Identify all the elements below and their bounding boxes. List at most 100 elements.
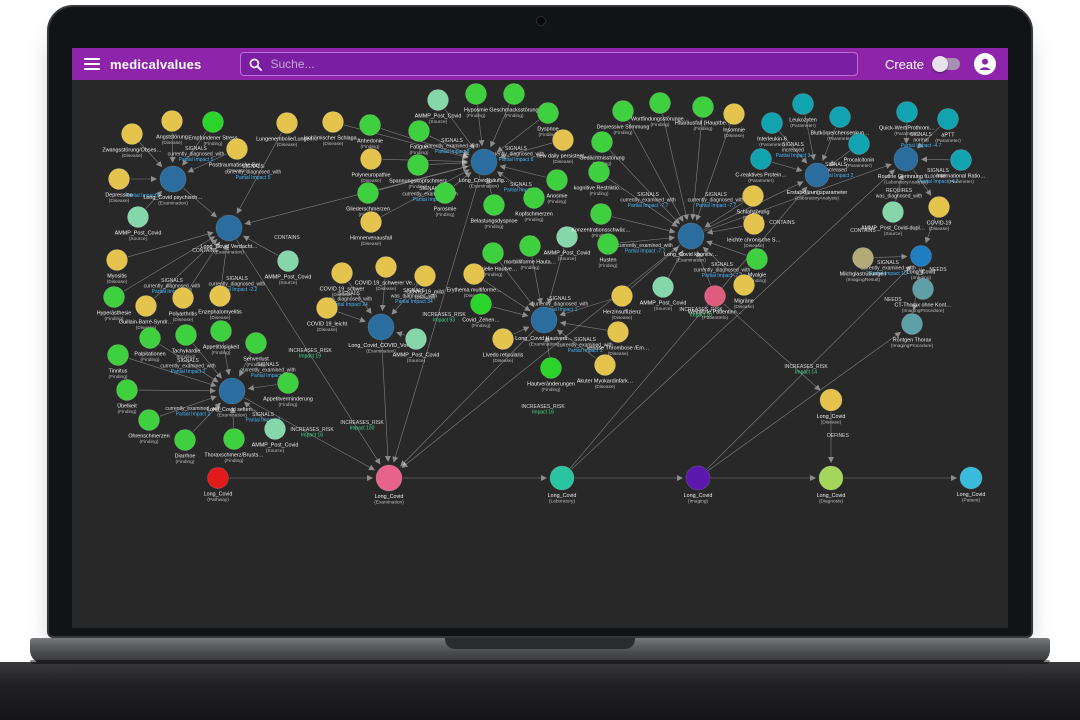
graph-node[interactable] [819, 388, 843, 412]
graph-node[interactable] [492, 328, 514, 350]
graph-node[interactable] [652, 276, 674, 298]
graph-node[interactable] [138, 409, 160, 431]
search-box[interactable] [239, 52, 858, 76]
graph-node[interactable] [910, 245, 932, 267]
graph-node[interactable] [407, 154, 429, 176]
graph-node[interactable] [465, 83, 487, 105]
graph-node[interactable] [103, 286, 125, 308]
graph-node[interactable] [276, 112, 298, 134]
graph-node[interactable] [743, 213, 765, 235]
create-toggle[interactable] [932, 56, 960, 72]
graph-node[interactable] [277, 250, 299, 272]
graph-node[interactable] [590, 203, 612, 225]
graph-node[interactable] [226, 138, 248, 160]
graph-node[interactable] [792, 93, 814, 115]
graph-node[interactable] [552, 129, 574, 151]
graph-node[interactable] [209, 285, 231, 307]
graph-node[interactable] [375, 256, 397, 278]
graph-node[interactable] [588, 161, 610, 183]
graph-node[interactable] [135, 295, 157, 317]
graph-node[interactable] [750, 148, 772, 170]
graph-node[interactable] [202, 111, 224, 133]
graph-node[interactable] [519, 235, 541, 257]
graph-node[interactable] [896, 101, 918, 123]
graph-node[interactable] [121, 123, 143, 145]
graph-node[interactable] [159, 165, 187, 193]
graph-node[interactable] [357, 182, 379, 204]
graph-node[interactable] [901, 313, 923, 335]
graph-node[interactable] [316, 297, 338, 319]
menu-icon[interactable] [84, 58, 100, 70]
graph-node[interactable] [427, 89, 449, 111]
graph-node[interactable] [360, 148, 382, 170]
graph-node[interactable] [207, 467, 229, 489]
graph-node[interactable] [106, 249, 128, 271]
graph-node[interactable] [218, 377, 246, 405]
graph-node[interactable] [746, 248, 768, 270]
graph-node[interactable] [704, 285, 726, 307]
graph-node[interactable] [591, 131, 613, 153]
graph-node[interactable] [127, 206, 149, 228]
graph-node[interactable] [893, 146, 919, 172]
graph-node[interactable] [537, 102, 559, 124]
graph-node[interactable] [556, 226, 578, 248]
search-input[interactable] [268, 56, 849, 72]
graph-node[interactable] [210, 320, 232, 342]
graph-node[interactable] [594, 354, 616, 376]
graph-node[interactable] [692, 96, 714, 118]
graph-node[interactable] [139, 327, 161, 349]
graph-node[interactable] [685, 465, 711, 491]
graph-node[interactable] [264, 418, 286, 440]
graph-node[interactable] [546, 169, 568, 191]
graph-node[interactable] [245, 332, 267, 354]
graph-node[interactable] [540, 357, 562, 379]
graph-node[interactable] [482, 242, 504, 264]
graph-node[interactable] [108, 168, 130, 190]
graph-node[interactable] [414, 265, 436, 287]
graph-node[interactable] [405, 328, 427, 350]
graph-node[interactable] [723, 103, 745, 125]
graph-node[interactable] [175, 324, 197, 346]
graph-node[interactable] [611, 285, 633, 307]
graph-node[interactable] [928, 196, 950, 218]
graph-node[interactable] [937, 108, 959, 130]
graph-node[interactable] [742, 185, 764, 207]
graph-node[interactable] [852, 247, 874, 269]
graph-node[interactable] [912, 278, 934, 300]
graph-node[interactable] [107, 344, 129, 366]
graph-node[interactable] [733, 274, 755, 296]
graph-node[interactable] [503, 83, 525, 105]
graph-node[interactable] [597, 233, 619, 255]
graph-node[interactable] [549, 465, 575, 491]
graph-node[interactable] [174, 429, 196, 451]
graph-node[interactable] [950, 149, 972, 171]
graph-node[interactable] [607, 321, 629, 343]
graph-node[interactable] [223, 428, 245, 450]
graph-node[interactable] [483, 194, 505, 216]
graph-node[interactable] [470, 293, 492, 315]
graph-node[interactable] [434, 182, 456, 204]
graph-node[interactable] [277, 372, 299, 394]
graph-node[interactable] [172, 287, 194, 309]
avatar-button[interactable] [974, 53, 996, 75]
graph-node[interactable] [359, 114, 381, 136]
graph-node[interactable] [882, 201, 904, 223]
graph-node[interactable] [408, 120, 430, 142]
graph-node[interactable] [804, 162, 830, 188]
graph-node[interactable] [367, 313, 395, 341]
graph-node[interactable] [331, 262, 353, 284]
graph-node[interactable] [761, 112, 783, 134]
graph-node[interactable] [829, 106, 851, 128]
graph-node[interactable] [360, 211, 382, 233]
graph-node[interactable] [215, 214, 243, 242]
graph-node[interactable] [530, 306, 558, 334]
graph-node[interactable] [116, 379, 138, 401]
graph-node[interactable] [959, 466, 983, 490]
graph-node[interactable] [470, 148, 498, 176]
graph-node[interactable] [612, 100, 634, 122]
graph-node[interactable] [848, 133, 870, 155]
graph-node[interactable] [463, 263, 485, 285]
graph-node[interactable] [375, 464, 403, 492]
graph-node[interactable] [677, 222, 705, 250]
